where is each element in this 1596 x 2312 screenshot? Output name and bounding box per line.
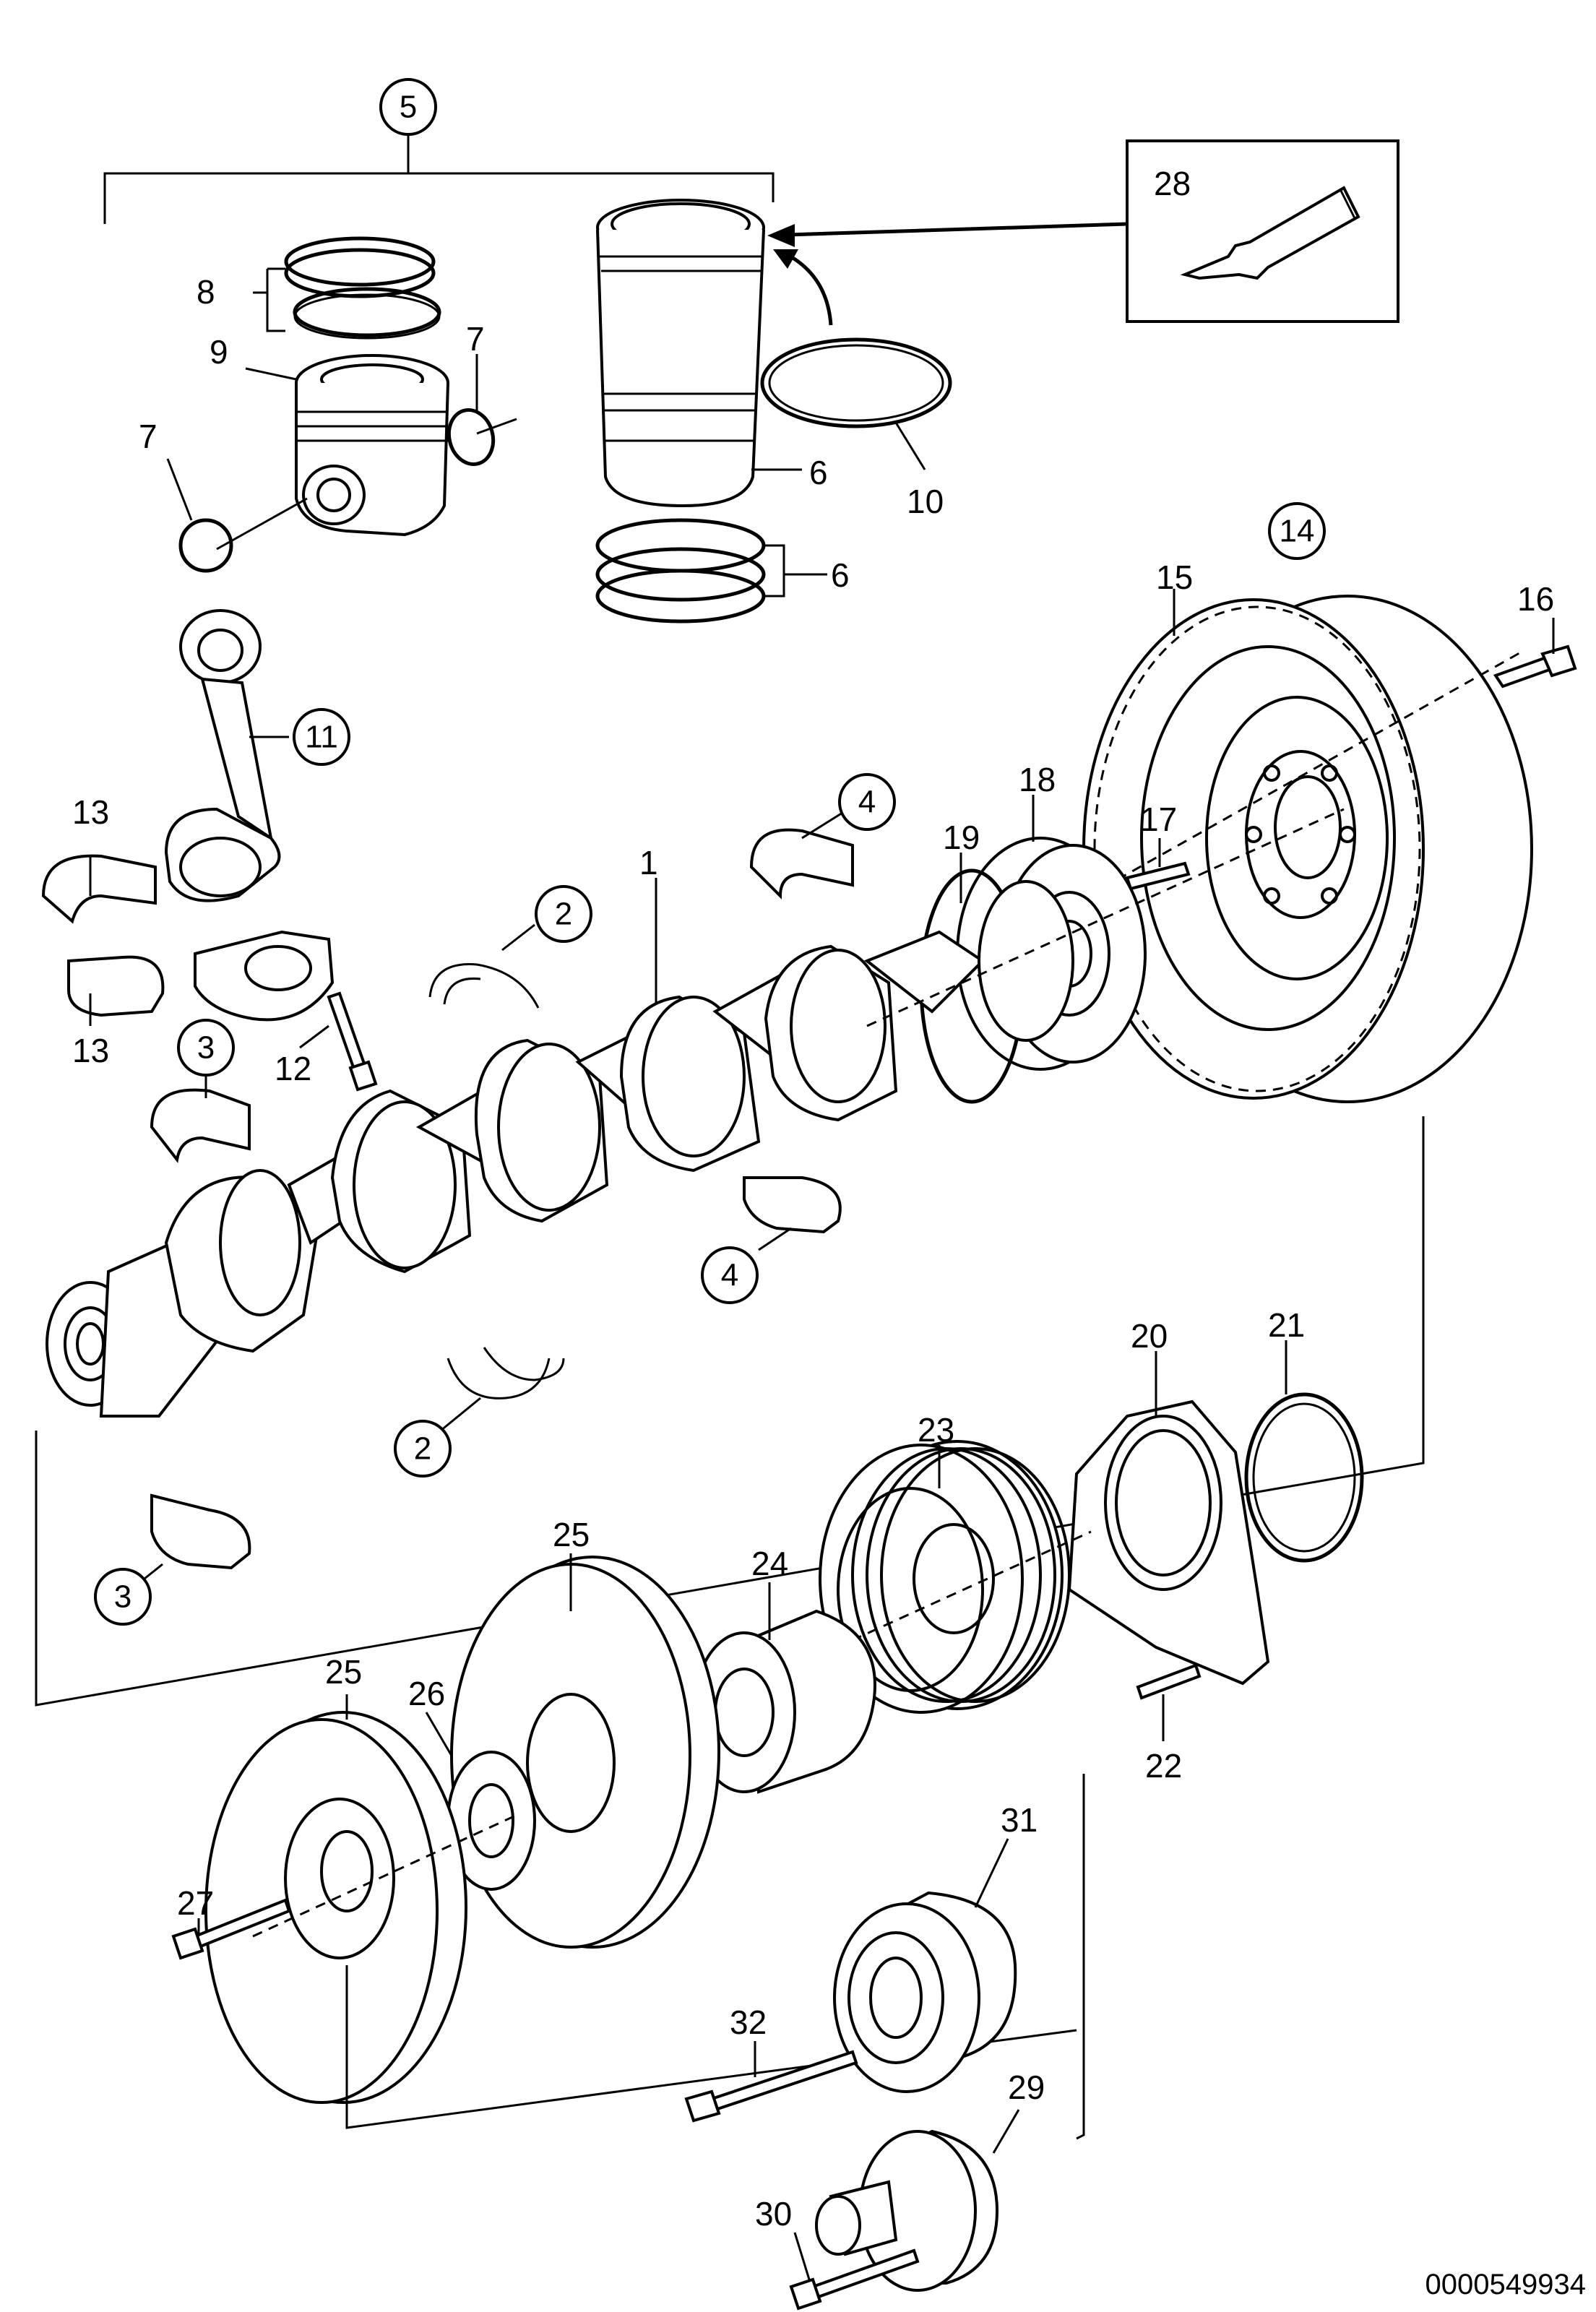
label-30: 30 — [755, 2195, 792, 2233]
label-25-lower: 25 — [325, 1653, 362, 1691]
flywheel — [1082, 595, 1533, 1103]
callout-2-top: 2 — [535, 885, 592, 943]
label-13-bottom: 13 — [72, 1032, 109, 1069]
rear-seal-ring — [1244, 1392, 1364, 1563]
svg-text:11: 11 — [305, 720, 338, 755]
rod-bearing-lower — [67, 955, 165, 1017]
label-12: 12 — [275, 1050, 311, 1087]
label-25-upper: 25 — [553, 1516, 590, 1553]
callout-11: 11 — [293, 708, 350, 766]
svg-text:4: 4 — [858, 785, 876, 820]
lower-group-frame — [35, 1116, 1425, 1707]
timing-cover — [1067, 1399, 1270, 1686]
alt-pulley-bolt — [684, 2050, 858, 2123]
alt-hub-bolt — [789, 2248, 920, 2311]
label-32: 32 — [730, 2003, 767, 2041]
svg-text:14: 14 — [1280, 514, 1315, 549]
svg-text:4: 4 — [721, 1258, 738, 1293]
rod-cap — [194, 930, 335, 1022]
snap-ring-right — [447, 407, 496, 467]
svg-text:2: 2 — [414, 1431, 431, 1467]
piston — [295, 354, 449, 537]
cover-bolt — [1136, 1663, 1202, 1700]
main-bearing-4-lower — [743, 1176, 842, 1234]
main-bearing-2-upper — [428, 963, 540, 1009]
spacer-plate — [447, 1751, 536, 1891]
connecting-rod — [164, 609, 281, 902]
label-1: 1 — [639, 844, 658, 881]
main-bearing-4-upper — [749, 828, 854, 900]
label-6-liner: 6 — [809, 454, 828, 491]
cylinder-liner — [596, 199, 765, 508]
pulley-hub — [692, 1609, 876, 1794]
group-bracket-5 — [103, 134, 775, 224]
label-16: 16 — [1517, 580, 1554, 618]
rod-bolt — [327, 991, 378, 1092]
label-23: 23 — [918, 1411, 954, 1449]
flywheel-bolt — [1493, 644, 1577, 689]
crank-pulley — [819, 1440, 1071, 1714]
label-15: 15 — [1156, 558, 1193, 596]
label-18: 18 — [1019, 761, 1056, 798]
callout-2-bottom: 2 — [394, 1420, 452, 1478]
svg-text:5: 5 — [400, 90, 417, 125]
label-21: 21 — [1268, 1306, 1305, 1344]
label-10: 10 — [907, 483, 944, 520]
main-bearing-3-lower — [150, 1493, 251, 1570]
crankshaft — [46, 880, 1074, 1418]
vibration-damper-front — [204, 1711, 467, 2104]
label-13-top: 13 — [72, 793, 109, 831]
alt-hub — [815, 2129, 999, 2292]
svg-text:3: 3 — [114, 1579, 131, 1615]
liner-seal-rings — [595, 518, 766, 624]
label-31: 31 — [1001, 1801, 1038, 1839]
label-29: 29 — [1008, 2069, 1045, 2106]
callout-3-bottom: 3 — [94, 1568, 152, 1626]
rod-bearing-upper — [41, 854, 157, 924]
seal-ring — [760, 337, 952, 428]
label-20: 20 — [1131, 1317, 1168, 1355]
callout-4-bottom: 4 — [701, 1246, 759, 1304]
label-22: 22 — [1145, 1747, 1182, 1785]
main-bearing-3-upper — [150, 1088, 251, 1163]
sealant-tube-box — [1126, 139, 1399, 323]
callout-3-top: 3 — [177, 1019, 235, 1077]
label-6-rings: 6 — [831, 556, 850, 594]
alt-pulley — [833, 1891, 1017, 2093]
label-7-right: 7 — [466, 320, 485, 358]
main-bearing-2-lower — [447, 1347, 565, 1399]
label-9: 9 — [210, 333, 228, 371]
label-27: 27 — [177, 1884, 214, 1922]
callout-4-top: 4 — [838, 773, 896, 831]
label-24: 24 — [751, 1545, 788, 1582]
label-19: 19 — [943, 819, 980, 856]
reference-number: 0000549934 — [1425, 2269, 1586, 2300]
callout-5: 5 — [379, 78, 437, 136]
svg-text:2: 2 — [555, 897, 572, 932]
label-28: 28 — [1154, 165, 1191, 202]
snap-ring-left — [178, 518, 233, 573]
callout-14: 14 — [1268, 502, 1326, 560]
damper-bolt — [171, 1898, 291, 1960]
label-8: 8 — [197, 273, 215, 311]
label-17: 17 — [1140, 801, 1177, 838]
svg-text:3: 3 — [197, 1030, 215, 1066]
label-7-left: 7 — [139, 418, 158, 455]
piston-rings — [284, 236, 441, 340]
label-26: 26 — [408, 1675, 445, 1712]
